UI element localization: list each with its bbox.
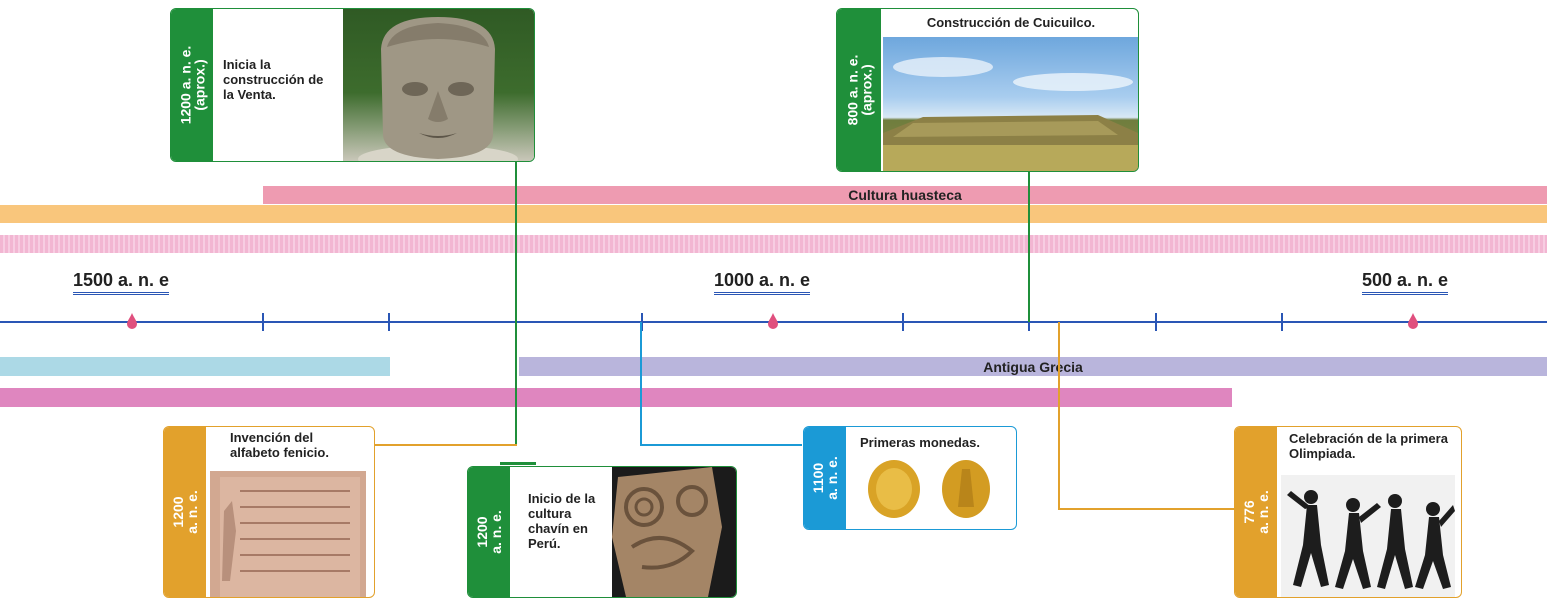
event-card-alfabeto: 1200 a. n. e. Invención del alfabeto fen… [163,426,375,598]
stone-tablet-image [210,471,366,597]
event-card-cuicuilco: 800 a. n. e. (aprox.) Construcción de Cu… [836,8,1139,172]
band-label-grecia: Antigua Grecia [983,358,1083,375]
date-tab: 1200 a. n. e. [164,427,206,597]
event-text: Inicio de la cultura chavín en Perú. [528,491,596,551]
axis-label-1000: 1000 a. n. e [714,270,811,295]
event-card-olimpiada: 776 a. n. e. Celebración de la primera O… [1234,426,1462,598]
axis-tick [902,313,904,331]
connector-alfabeto-h [372,444,517,446]
connector-cuicuilco [1028,170,1030,322]
date-tab: 1200 a. n. e. (aprox.) [171,9,213,161]
event-card-monedas: 1100 a. n. e. Primeras monedas. [803,426,1017,530]
band-cultura-huasteca: Cultura huasteca [263,186,1547,204]
axis-tick [262,313,264,331]
connector-monedas-h [640,444,802,446]
connector-olimpiada-h [1058,508,1236,510]
axis-tick [388,313,390,331]
century-marker-icon [127,313,137,329]
connector-monedas-v [640,322,642,445]
athletes-vase-image [1281,475,1455,597]
band-light-blue [0,357,390,376]
connector-chavin-cap [500,462,536,465]
connector-la-venta [515,158,517,446]
event-text: Inicia la construcción de la Venta. [223,57,324,102]
carved-stone-image [612,467,736,597]
connector-olimpiada-v [1058,322,1060,510]
axis-tick [641,313,643,331]
century-marker-icon [768,313,778,329]
gold-coins-image [862,457,1002,523]
axis-tick [1028,313,1030,331]
axis-tick [1281,313,1283,331]
pyramid-image [883,37,1138,171]
event-text: Celebración de la primera Olimpiada. [1289,431,1448,461]
date-tab: 776 a. n. e. [1235,427,1277,597]
event-text: Invención del alfabeto fenicio. [230,430,329,460]
axis-label-500: 500 a. n. e [1362,270,1449,295]
event-card-la-venta: 1200 a. n. e. (aprox.) Inicia la constru… [170,8,535,162]
event-text: Primeras monedas. [860,435,980,450]
event-text: Construcción de Cuicuilco. [926,15,1096,30]
axis-tick [1155,313,1157,331]
date-tab: 1200 a. n. e. [468,467,510,597]
band-label-huasteca: Cultura huasteca [848,187,962,203]
band-magenta [0,388,1232,407]
olmec-head-image [343,9,534,161]
band-orange [0,205,1547,223]
date-tab: 1100 a. n. e. [804,427,846,529]
century-marker-icon [1408,313,1418,329]
date-tab: 800 a. n. e. (aprox.) [837,9,881,171]
axis-label-1500: 1500 a. n. e [73,270,170,295]
band-antigua-grecia: Antigua Grecia [519,357,1547,376]
band-pink-dotted [0,235,1547,253]
event-card-chavin: 1200 a. n. e. Inicio de la cultura chaví… [467,466,737,598]
